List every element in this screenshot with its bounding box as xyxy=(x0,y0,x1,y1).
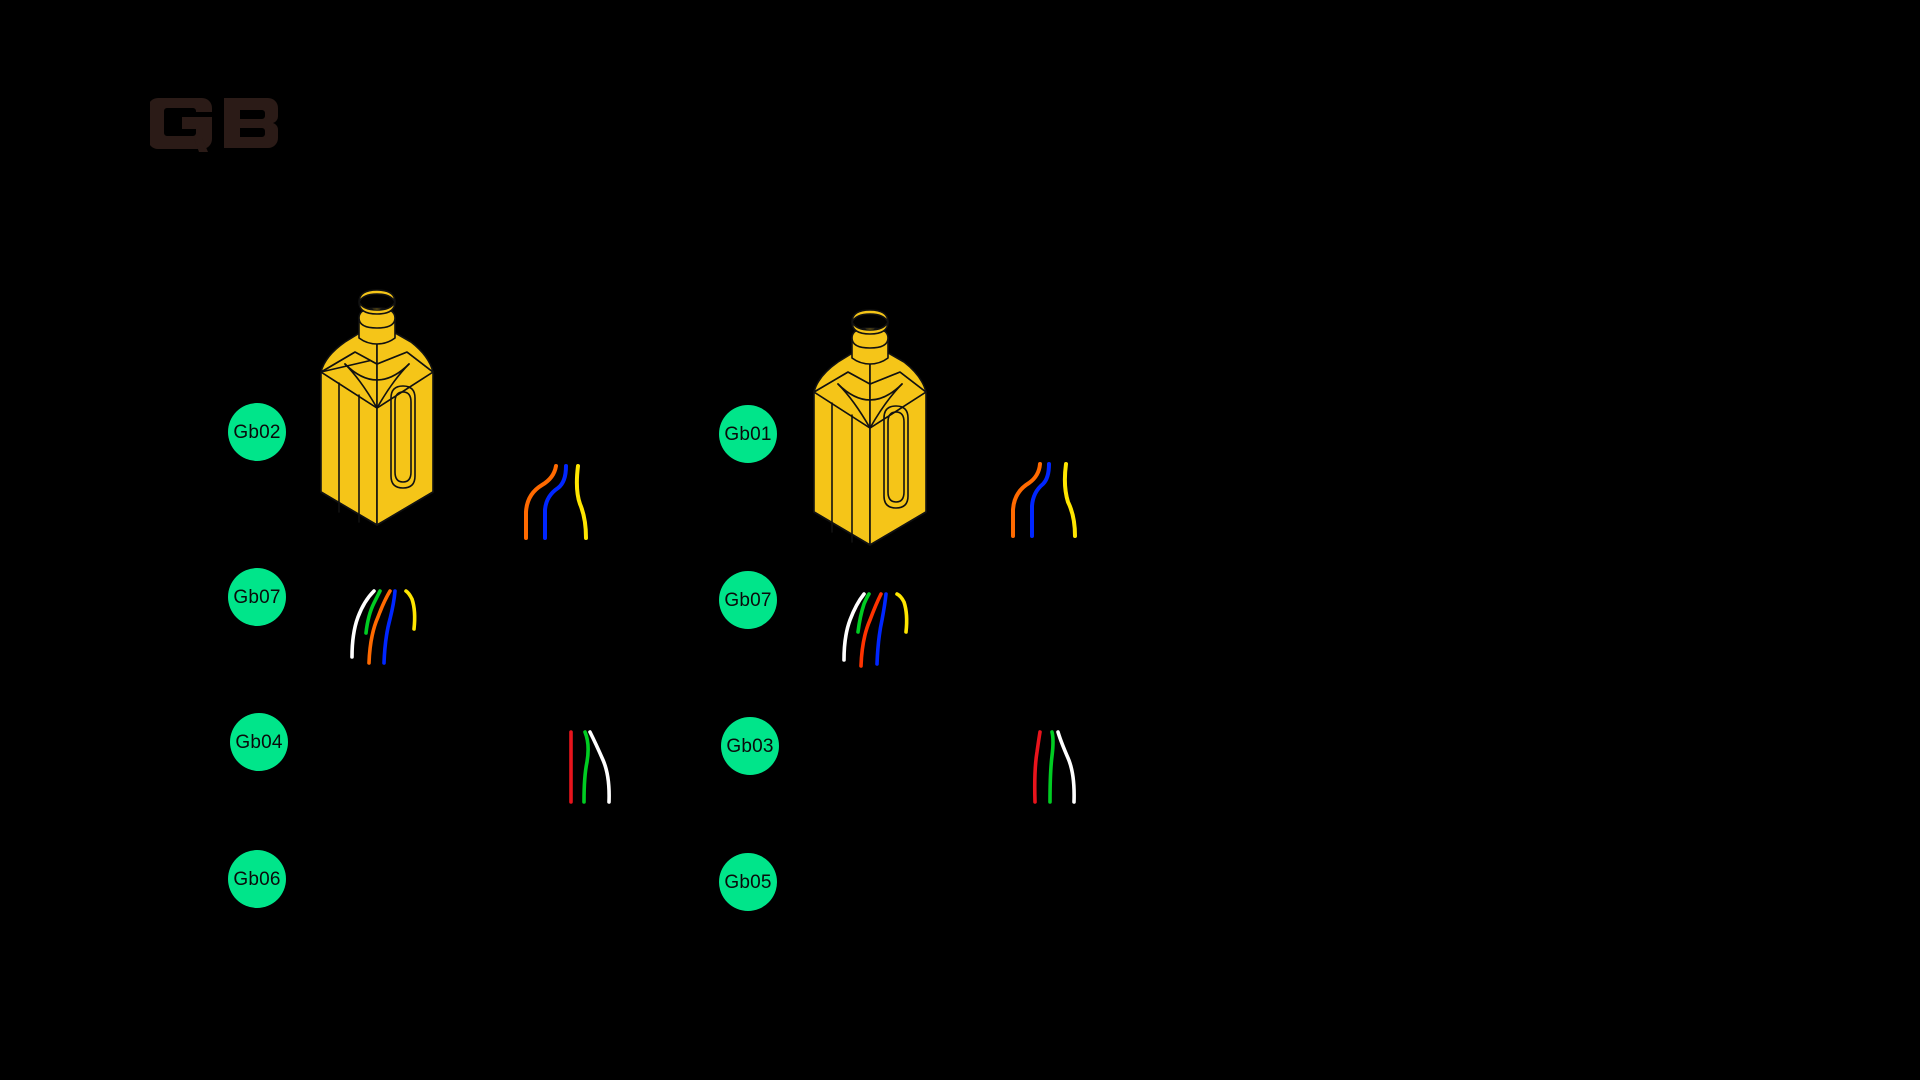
node-label: Gb01 xyxy=(724,423,772,445)
wire-orange xyxy=(367,589,392,665)
node-label: Gb06 xyxy=(233,868,281,890)
node-gb03[interactable]: Gb03 xyxy=(721,717,779,775)
wire-green xyxy=(1048,730,1055,804)
node-gb07-right[interactable]: Gb07 xyxy=(719,571,777,629)
node-label: Gb04 xyxy=(235,731,283,753)
node-label: Gb03 xyxy=(726,735,774,757)
node-label: Gb02 xyxy=(233,421,281,443)
wire-orange xyxy=(524,464,558,540)
wire-blue xyxy=(543,464,568,540)
wire-bundle-row2-left xyxy=(348,585,428,667)
wire-orange xyxy=(859,592,883,668)
node-gb06[interactable]: Gb06 xyxy=(228,850,286,908)
oil-bottle-right xyxy=(808,300,956,565)
wire-blue xyxy=(382,589,397,665)
oil-bottle-left xyxy=(315,280,463,545)
wire-orange xyxy=(1011,462,1042,538)
gb-logo-glyphs xyxy=(150,98,279,152)
wire-strands xyxy=(350,589,417,665)
gb-logo xyxy=(150,82,300,162)
wire-green xyxy=(582,730,590,804)
wire-yellow xyxy=(1062,462,1077,538)
wire-white xyxy=(588,730,611,804)
wire-green xyxy=(364,589,382,635)
oil-bottle-graphic xyxy=(813,309,927,546)
wire-bundle-row3-left xyxy=(565,726,625,806)
wire-bundle-row2-right xyxy=(840,588,920,670)
gb-logo-letter-shapes xyxy=(150,98,279,152)
wire-bundle-row1-right xyxy=(1005,458,1087,540)
wire-blue xyxy=(1030,462,1051,538)
node-label: Gb07 xyxy=(233,586,281,608)
node-gb05[interactable]: Gb05 xyxy=(719,853,777,911)
wire-bundle-row3-right xyxy=(1028,726,1088,806)
wire-red xyxy=(1032,730,1042,804)
wire-blue xyxy=(875,592,888,666)
wire-strands xyxy=(524,464,588,540)
wire-white xyxy=(1056,730,1076,804)
wire-green xyxy=(856,592,871,634)
wire-strands xyxy=(1032,730,1076,804)
wire-strands xyxy=(1011,462,1077,538)
node-gb02[interactable]: Gb02 xyxy=(228,403,286,461)
wire-yellow xyxy=(404,589,417,631)
wire-white xyxy=(350,589,376,659)
wire-bundle-row1-left xyxy=(518,460,600,542)
wire-strands xyxy=(569,730,611,804)
wire-strands xyxy=(842,592,909,668)
wire-yellow xyxy=(895,592,909,634)
node-gb04[interactable]: Gb04 xyxy=(230,713,288,771)
wire-yellow xyxy=(574,464,588,540)
node-label: Gb05 xyxy=(724,871,772,893)
oil-bottle-graphic xyxy=(320,289,434,526)
node-gb07-left[interactable]: Gb07 xyxy=(228,568,286,626)
node-label: Gb07 xyxy=(724,589,772,611)
node-gb01[interactable]: Gb01 xyxy=(719,405,777,463)
wire-white xyxy=(842,592,866,662)
